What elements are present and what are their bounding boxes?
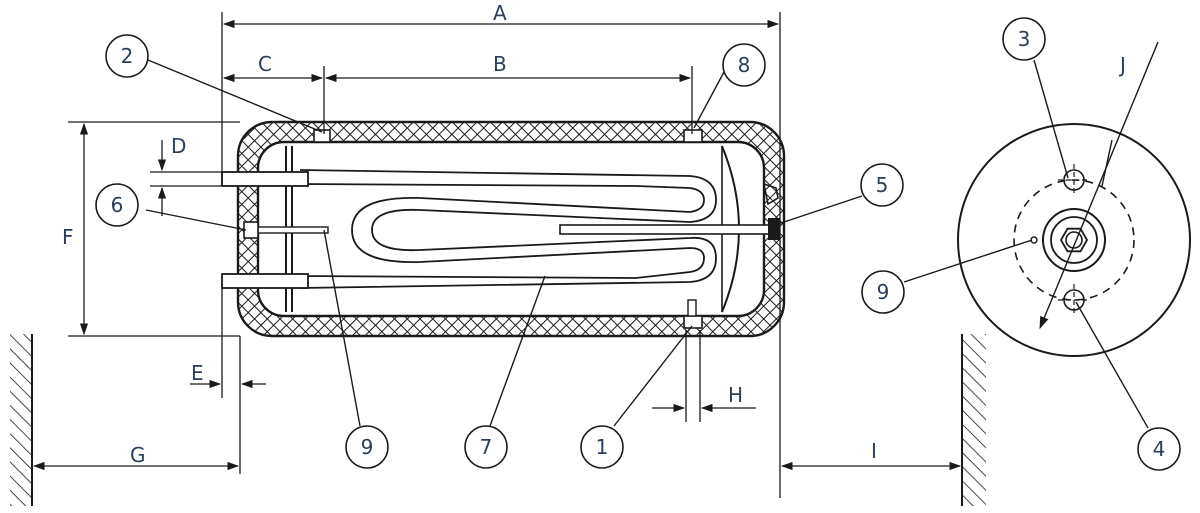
svg-text:5: 5 (876, 173, 889, 197)
bottom-port (683, 299, 703, 329)
tank-side-view (221, 120, 786, 338)
callout-7: 7 (464, 425, 508, 469)
dim-label-c: C (258, 52, 272, 76)
sensor-sleeve (243, 221, 329, 239)
dimension-lines (32, 12, 962, 498)
dim-label-e: E (191, 361, 204, 385)
anode-rod (559, 182, 780, 240)
callout-1: 1 (580, 425, 624, 469)
svg-text:4: 4 (1153, 437, 1166, 461)
callout-5: 5 (860, 163, 904, 207)
left-wall (10, 334, 33, 506)
svg-text:2: 2 (121, 44, 134, 68)
svg-text:8: 8 (738, 53, 751, 77)
dim-label-j: J (1118, 53, 1126, 77)
dim-label-i: I (871, 439, 877, 463)
leader-lines (145, 59, 1149, 429)
callout-9-end: 9 (861, 270, 905, 314)
callout-6: 6 (95, 183, 139, 227)
heat-exchanger-coil (299, 169, 717, 289)
dim-label-f: F (62, 225, 74, 249)
coil-connection-pipes (221, 171, 309, 289)
top-port-left (313, 129, 331, 143)
dim-label-h: H (728, 383, 743, 407)
svg-text:1: 1 (596, 435, 609, 459)
dim-label-g: G (130, 443, 146, 467)
dim-label-b: B (493, 52, 507, 76)
tank-end-view (957, 41, 1191, 357)
top-port-right (683, 129, 703, 143)
svg-text:7: 7 (480, 435, 493, 459)
dim-label-d: D (171, 134, 186, 158)
svg-text:9: 9 (361, 435, 374, 459)
callout-3: 3 (1002, 17, 1046, 61)
callout-9-side: 9 (345, 425, 389, 469)
svg-text:3: 3 (1018, 27, 1031, 51)
dim-label-a: A (493, 1, 507, 25)
right-wall (961, 334, 986, 506)
svg-text:9: 9 (877, 280, 890, 304)
callout-4: 4 (1137, 427, 1181, 471)
callout-2: 2 (105, 34, 149, 78)
svg-text:6: 6 (111, 193, 124, 217)
callout-8: 8 (722, 43, 766, 87)
